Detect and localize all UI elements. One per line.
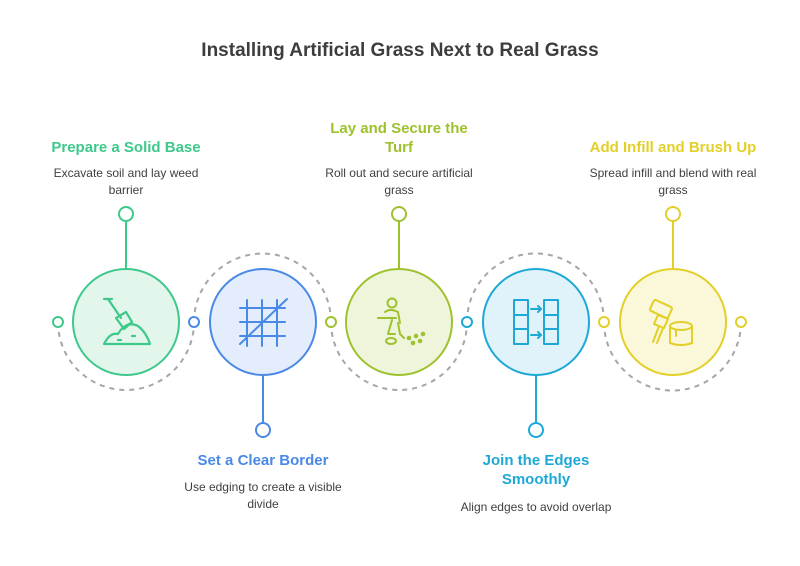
pin-head-1 (118, 206, 134, 222)
connector-dot (188, 316, 200, 328)
step-circle-4 (482, 268, 590, 376)
step-1-description: Excavate soil and lay weed barrier (53, 166, 199, 197)
pin-heads (118, 206, 681, 438)
connector-dot (735, 316, 747, 328)
connector-arc-3 (330, 321, 468, 391)
joining-panels-icon (513, 299, 559, 345)
step-5-title: Add Infill and Brush Up (589, 139, 757, 156)
connector-arc-5 (603, 321, 742, 392)
connector-dot (52, 316, 64, 328)
step-2-description: Use edging to create a visible divide (184, 480, 342, 511)
connector-dot (325, 316, 337, 328)
step-4-description: Align edges to avoid overlap (460, 500, 612, 514)
step-circle-5 (619, 268, 727, 376)
pin-head-3 (391, 206, 407, 222)
paint-brush-bucket-icon (649, 298, 693, 346)
step-4-title: Join the Edges Smoothly (482, 452, 590, 488)
connector-arc-4 (466, 252, 605, 323)
connector-dots (52, 316, 747, 328)
step-3-description: Roll out and secure artificial grass (325, 166, 473, 197)
pin-head-4 (528, 422, 544, 438)
connector-dot (461, 316, 473, 328)
diagram-title: Installing Artificial Grass Next to Real… (201, 40, 599, 61)
connector-dot (598, 316, 610, 328)
shovel-dirt-icon (102, 297, 152, 346)
connector-arc-2 (193, 252, 332, 323)
step-2-title: Set a Clear Border (197, 452, 329, 469)
grid-border-icon (239, 298, 288, 347)
connector-arcs (57, 252, 742, 392)
step-circle-1 (72, 268, 180, 376)
step-1-title: Prepare a Solid Base (51, 139, 201, 156)
pin-stems (125, 222, 674, 422)
worker-rolling-turf-icon (377, 297, 426, 346)
step-3-title: Lay and Secure the Turf (330, 120, 468, 156)
step-5-description: Spread infill and blend with real grass (589, 166, 757, 197)
pin-head-5 (665, 206, 681, 222)
connector-arc-1 (57, 321, 195, 391)
pin-head-2 (255, 422, 271, 438)
